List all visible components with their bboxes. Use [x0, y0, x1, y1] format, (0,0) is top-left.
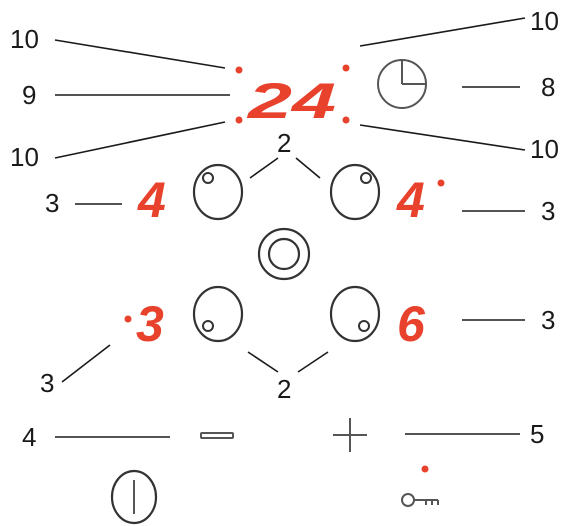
callout-top-right-dot: 10 [530, 6, 559, 36]
knob-bottom-right[interactable] [329, 285, 381, 343]
key-lock-icon[interactable] [401, 493, 439, 507]
callout-bottom-left-dot: 10 [10, 142, 39, 172]
callout-right-bottom-zone: 3 [541, 305, 555, 335]
knob-bottom-left[interactable] [192, 285, 244, 343]
leader-lines [54, 17, 526, 438]
indicator-dot-top-left [235, 66, 243, 74]
callout-bottom-right-dot: 10 [530, 134, 559, 164]
callout-left-top-zone: 3 [45, 188, 59, 218]
timer-display-group: 24 [235, 64, 350, 129]
leader-line-bottom-right-dot [359, 124, 526, 151]
leader-line-top-knob-left [249, 157, 279, 179]
plus-icon[interactable] [333, 418, 367, 452]
leader-line-bottom-left-dot [54, 121, 226, 159]
callout-labels: 10 9 10 10 8 10 2 3 3 3 3 2 4 5 [10, 6, 559, 452]
indicator-dot-top-right [342, 64, 350, 72]
callout-minus-button: 4 [22, 422, 36, 452]
leader-line-left-bottom-zone [61, 344, 111, 383]
leader-line-bottom-knob-right [297, 351, 329, 373]
zone-display-top-left: 4 [137, 172, 166, 228]
center-zone-icon[interactable] [257, 227, 311, 281]
callout-plus-button: 5 [530, 419, 544, 449]
leader-line-top-left-dot [54, 39, 226, 69]
leader-line-bottom-knob-left [247, 351, 279, 373]
callout-left-bottom-zone: 3 [40, 368, 54, 398]
indicator-dot-key-lock [421, 465, 429, 473]
callout-timer-button: 8 [541, 72, 555, 102]
callout-right-top-zone: 3 [541, 196, 555, 226]
callout-bottom-knobs: 2 [277, 374, 291, 404]
knob-top-right[interactable] [329, 163, 381, 221]
callout-top-knobs: 2 [277, 128, 291, 158]
clock-icon[interactable] [377, 59, 427, 109]
zone-display-bottom-right: 6 [397, 296, 426, 352]
minus-icon[interactable] [200, 432, 234, 439]
zone-display-bottom-left: 3 [136, 296, 164, 352]
indicator-dot-zone-top-right [437, 179, 445, 187]
indicator-dot-zone-bottom-left [124, 315, 132, 323]
indicator-dot-bottom-right [342, 116, 350, 124]
callout-timer-left: 9 [22, 80, 36, 110]
knob-top-left[interactable] [192, 163, 244, 221]
leader-line-top-right-dot [359, 17, 526, 47]
indicator-dot-bottom-left [235, 116, 243, 124]
leader-line-top-knob-right [295, 157, 321, 179]
callout-top-left-dot: 10 [10, 24, 39, 54]
zone-display-top-right: 4 [396, 172, 425, 228]
power-icon[interactable] [110, 469, 158, 525]
timer-display: 24 [246, 73, 336, 129]
